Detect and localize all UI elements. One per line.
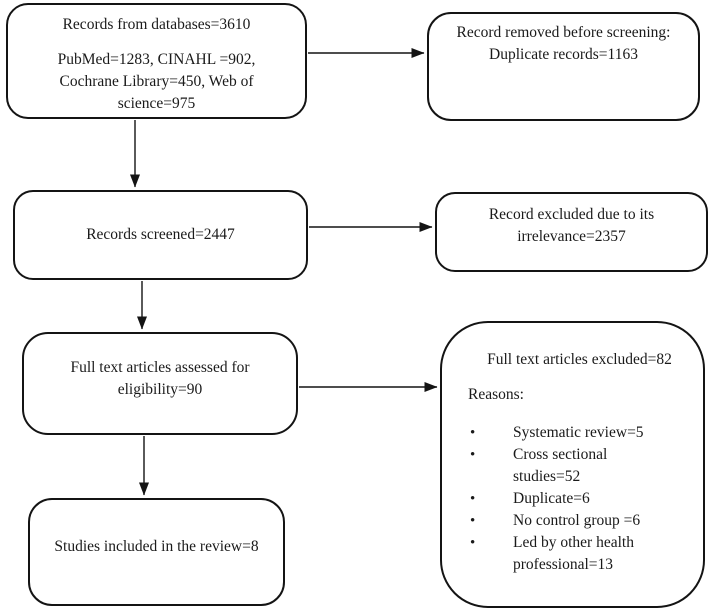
box-fulltext-assessed: Full text articles assessed for eligibil… xyxy=(22,332,298,435)
bullet-icon: • xyxy=(470,491,476,507)
box-records-identified: Records from databases=3610 PubMed=1283,… xyxy=(6,3,307,119)
box-fulltext-excluded: Full text articles excluded=82 Reasons: … xyxy=(440,321,705,608)
box-records-removed: Record removed before screening: Duplica… xyxy=(427,12,700,121)
reason-item: • Cross sectional studies=52 xyxy=(470,446,608,485)
box-studies-included: Studies included in the review=8 xyxy=(28,498,285,606)
reason-item: • Duplicate=6 xyxy=(468,488,678,510)
reason-item: • Systematic review=5 xyxy=(468,422,678,444)
bullet-icon: • xyxy=(470,425,476,441)
box-records-screened: Records screened=2447 xyxy=(13,190,308,280)
reason-item: • No control group =6 xyxy=(468,510,678,532)
records-identified-detail: PubMed=1283, CINAHL =902, Cochrane Libra… xyxy=(57,51,256,112)
records-identified-title: Records from databases=3610 xyxy=(62,16,251,33)
bullet-icon: • xyxy=(470,513,476,529)
box-records-excluded: Record excluded due to its irrelevance=2… xyxy=(435,192,708,272)
bullet-icon: • xyxy=(470,535,476,551)
reasons-list: • Systematic review=5 • Cross sectional … xyxy=(468,422,691,576)
bullet-icon: • xyxy=(470,447,476,463)
reason-item: • Led by other health professional=13 xyxy=(470,534,634,573)
fulltext-excluded-title: Full text articles excluded=82 xyxy=(487,351,672,368)
reasons-label: Reasons: xyxy=(468,386,524,403)
